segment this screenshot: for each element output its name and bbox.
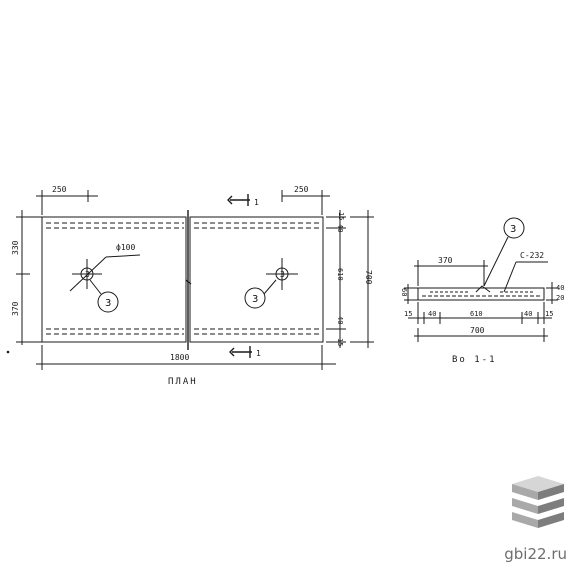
section-height-right-1: 40 [556,284,564,292]
callout-circle-right [244,287,266,309]
section-total: 700 [470,326,485,335]
section-bottom-dim-2: 40 [428,310,436,318]
section-bottom-dim-4: 40 [524,310,532,318]
section-bottom-dim-3: 610 [470,310,483,318]
plan-title: ПЛАН [168,377,198,387]
watermark-logo-icon [512,476,564,528]
plan-view [16,190,374,370]
plan-callout-right: 3 [252,294,258,305]
section-dim-top: 370 [438,256,453,265]
plan-hole-marker-left: 3 [85,270,90,279]
section-title: Bo 1-1 [452,355,497,365]
section-height-right-2: 20 [556,294,564,302]
rebar-lines [46,222,320,335]
section-view [404,217,558,342]
section-labels: 370 3 С-232 60 40 20 15 40 610 40 15 700… [400,224,564,365]
section-outline [417,287,545,301]
section-bottom-dim-5: 15 [545,310,553,318]
plan-right-total: 700 [364,270,373,285]
plan-top-dim-left: 250 [52,185,67,194]
plan-right-dim-3: 610 [336,268,344,281]
plan-left-dim-bottom: 370 [11,301,20,316]
plan-top-dim-right: 250 [294,185,309,194]
section-title-value: 1-1 [474,355,496,365]
plan-left-dim-top: 330 [11,240,20,255]
section-height-left: 60 [400,288,408,296]
plan-labels: 250 250 1 1 ф100 3 3 3 3 330 370 1800 15… [11,185,373,387]
section-callout-circle [503,217,525,239]
plan-callout-left: 3 [105,298,111,309]
plan-hole-label: ф100 [116,243,135,252]
section-bottom-dim-1: 15 [404,310,412,318]
watermark-text: gbi22.ru [504,545,567,563]
plan-bottom-dim: 1800 [170,353,189,362]
plan-right-dim-5: 15 [336,338,344,346]
plan-section-mark-top: 1 [254,198,259,207]
section-mark-label: С-232 [520,251,544,260]
section-callout: 3 [510,224,516,235]
plan-right-dim-1: 15 [337,212,345,220]
plan-right-dim-2: 40 [336,224,344,232]
plan-right-dim-4: 40 [336,316,344,324]
callout-circle-left [97,291,119,313]
plan-section-mark-bottom: 1 [256,349,261,358]
slab-outline-right [189,216,324,343]
slab-outline-left [41,216,187,343]
plan-hole-marker-right: 3 [280,270,285,279]
